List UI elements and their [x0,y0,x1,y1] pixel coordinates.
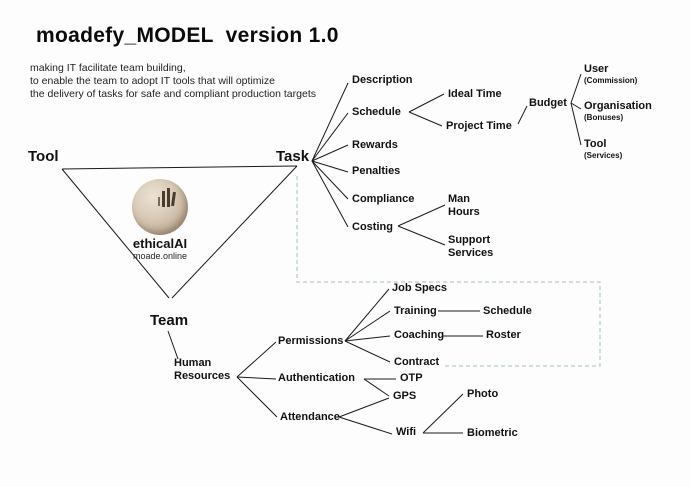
node-ideal-time: Ideal Time [448,88,502,100]
node-tool-services: Tool [584,138,607,150]
tagline-line-3: the delivery of tasks for safe and compl… [30,88,316,100]
tagline-line-2: to enable the team to adopt IT tools tha… [30,75,275,87]
brand-name: ethicalAI [132,236,188,251]
tagline: making IT facilitate team building, to e… [30,62,316,101]
logo-texture [158,197,160,206]
node-costing: Costing [352,221,393,233]
tagline-line-1: making IT facilitate team building, [30,62,186,74]
node-training-schedule: Schedule [483,305,532,317]
ethicalai-logo [132,179,188,235]
page-title: moadefy_MODEL version 1.0 [36,24,339,47]
node-description: Description [352,74,413,86]
logo-texture [162,191,165,207]
node-human-resources: Human Resources [174,357,231,382]
node-schedule: Schedule [352,106,401,118]
node-user-note: (Commission) [584,76,638,85]
logo-texture [171,191,176,207]
node-biometric: Biometric [467,427,518,439]
node-contract: Contract [394,356,440,368]
vertex-team: Team [150,312,189,329]
node-gps: GPS [393,390,417,402]
node-penalties: Penalties [352,165,401,177]
node-user: User [584,63,609,75]
node-man-hours: Man Hours [448,193,480,218]
node-training: Training [394,305,437,317]
node-coaching: Coaching [394,329,445,341]
node-authentication: Authentication [278,372,355,384]
vertex-tool: Tool [28,148,59,165]
logo-texture [167,188,170,207]
node-project-time: Project Time [446,120,512,132]
node-organisation: Organisation [584,100,652,112]
website-url: moade.online [132,251,188,261]
node-organisation-note: (Bonuses) [584,113,624,122]
node-tool-note: (Services) [584,151,623,160]
node-budget: Budget [529,97,567,109]
node-job-specs: Job Specs [392,282,448,294]
node-wifi: Wifi [396,426,417,438]
node-attendance: Attendance [280,411,340,423]
node-photo: Photo [467,388,499,400]
node-permissions: Permissions [278,335,344,347]
node-support-services: Support Services [448,234,494,259]
node-roster: Roster [486,329,521,341]
node-compliance: Compliance [352,193,415,205]
node-otp: OTP [400,372,423,384]
node-rewards: Rewards [352,139,398,151]
vertex-task: Task [276,148,310,165]
